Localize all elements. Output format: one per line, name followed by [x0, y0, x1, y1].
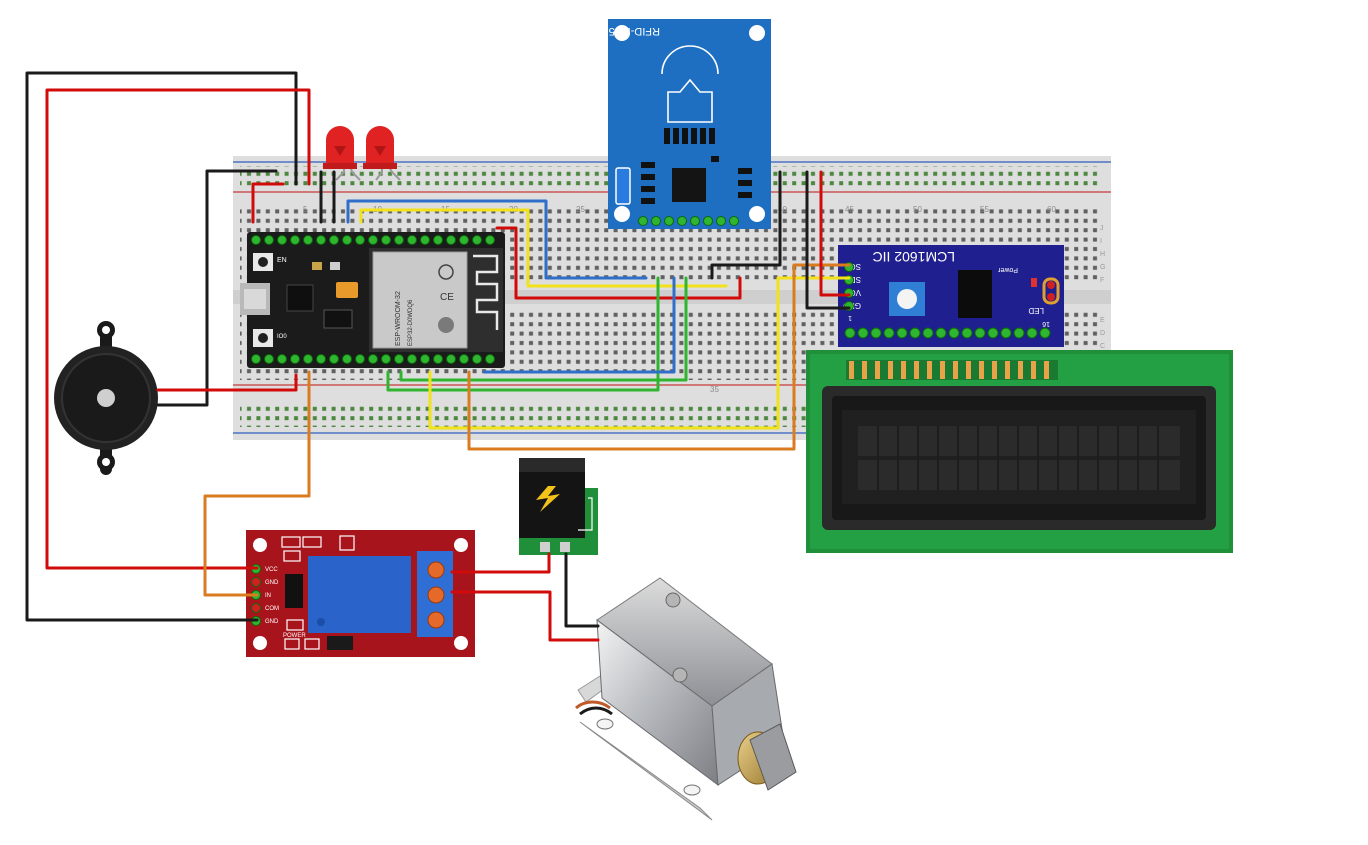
wire-red — [251, 182, 285, 224]
column-number: 50 — [913, 205, 922, 214]
lcd-header-pins — [846, 360, 1058, 380]
i2c-chip — [958, 270, 992, 318]
en-label: EN — [277, 257, 287, 264]
buzzer-icon — [54, 321, 158, 475]
potentiometer-icon — [889, 282, 925, 316]
row-letter: J — [1100, 225, 1104, 232]
led-jumper — [1042, 277, 1060, 305]
column-number: 60 — [1047, 205, 1056, 214]
relay-pin-vcc-label: VCC — [265, 567, 278, 573]
rfid-label: RFID-RC522 — [596, 25, 660, 37]
column-number: 40 — [778, 205, 787, 214]
rfid-module: RFID-RC522 — [596, 19, 771, 229]
relay-pin-com-label: COM — [265, 606, 279, 612]
wire-red — [495, 226, 742, 300]
pin1-label: 1 — [848, 314, 852, 321]
relay-pin-in-label: IN — [265, 593, 271, 599]
wire-blue — [482, 276, 676, 374]
boot-label: IO0 — [277, 334, 287, 340]
row-letter: E — [1100, 317, 1105, 324]
wires — [25, 71, 851, 642]
wire-red — [45, 88, 311, 570]
column-number: 5 — [303, 205, 308, 214]
wroom-label: ESP-WROOM-32 — [395, 291, 402, 346]
relay-pin-gnd2-label: GND — [265, 619, 279, 625]
row-letter: H — [1100, 251, 1105, 258]
wire-orange — [467, 263, 851, 451]
pin16-label: 16 — [1042, 320, 1050, 327]
wire-green — [386, 276, 660, 392]
wire-black — [710, 170, 782, 280]
column-number: 35 — [710, 385, 719, 394]
ce-label: CE — [440, 292, 454, 303]
wroom-chip-label: ESP32-D0WDQ6 — [408, 299, 414, 346]
row-letter: I — [1100, 238, 1102, 245]
lightning-icon — [536, 486, 560, 512]
wire-black — [564, 552, 600, 628]
esp32-wroom-module: ESP-WROOM-32 ESP32-D0WDQ6 CE — [369, 248, 503, 352]
lcd-i2c-module: LCM1602 IIC Power LED 16 1 SCL SDA VCC G… — [838, 245, 1064, 347]
wire-green — [399, 276, 688, 382]
led-icon — [323, 126, 361, 181]
usb-chip — [286, 284, 314, 312]
relay-pin-gnd-label: GND — [265, 580, 279, 586]
wire-black — [805, 170, 851, 310]
esp32-board: EN IO0 ESP-WROOM-32 ESP32-D0WDQ6 CE — [240, 232, 505, 368]
solenoid-lock-icon — [575, 577, 797, 821]
wire-red — [450, 590, 600, 642]
power-label: Power — [997, 266, 1018, 273]
wire-blue — [346, 199, 648, 280]
dc-power-jack — [519, 458, 598, 555]
en-button — [253, 253, 273, 271]
wire-orange — [203, 370, 311, 597]
lcd-i2c-label: LCM1602 IIC — [873, 249, 955, 265]
row-letter: G — [1100, 264, 1105, 271]
led-icon — [363, 126, 401, 181]
column-number: 55 — [980, 205, 989, 214]
lcd-display — [806, 350, 1233, 553]
wire-black — [25, 71, 298, 622]
wire-red — [156, 373, 298, 392]
column-number: 45 — [845, 205, 854, 214]
column-number: 25 — [576, 205, 585, 214]
row-letter: C — [1100, 343, 1105, 350]
relay-module: VCC GND IN COM GND POWER — [246, 530, 475, 657]
relay-coil — [308, 556, 411, 633]
boot-button — [253, 329, 273, 347]
row-letter: D — [1100, 330, 1105, 337]
wire-yellow — [428, 276, 851, 430]
led-label: LED — [1028, 306, 1044, 315]
wire-red — [450, 552, 551, 574]
wire-black — [156, 169, 278, 407]
wire-yellow — [359, 208, 728, 288]
row-letter: F — [1100, 277, 1104, 284]
rfid-antenna-icon — [661, 45, 719, 123]
relay-power-label: POWER — [283, 633, 306, 639]
wire-red — [819, 170, 851, 297]
